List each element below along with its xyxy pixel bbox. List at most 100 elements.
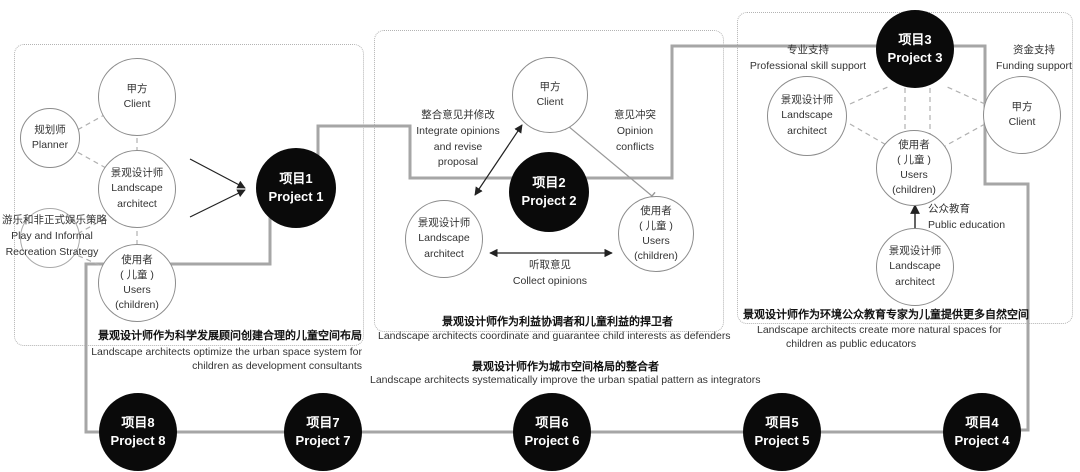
users-en1: Users (642, 235, 670, 247)
education-zh: 公众教育 (928, 203, 970, 215)
play-en2: Recreation Strategy (5, 245, 99, 258)
play-strategy-label: 游乐和非正式娱乐策略 Play and Informal Recreation … (2, 213, 107, 260)
client-zh: 甲方 (1011, 100, 1033, 113)
integrate-en1: Integrate opinions (416, 124, 500, 137)
play-en1: Play and Informal (11, 229, 93, 242)
planner-circle: 规划师 Planner (20, 108, 80, 168)
zone1-caption-en1: Landscape architects optimize the urban … (91, 346, 362, 358)
users-en1: Users (900, 169, 928, 181)
users-zh2: ( 儿童 ) (639, 219, 673, 232)
landscape-en2: architect (117, 197, 157, 210)
education-label: 公众教育 Public education (928, 202, 1005, 234)
landscape-en2: architect (787, 124, 827, 137)
project-3-en: Project 3 (887, 50, 943, 65)
skill-label: 专业支持 Professional skill support (748, 43, 868, 75)
project-8-en: Project 8 (110, 433, 166, 448)
play-strategy-circle (20, 208, 80, 268)
client-en: Client (1008, 116, 1036, 128)
integrate-en3: proposal (437, 156, 479, 169)
integrate-en2: and revise (433, 140, 483, 153)
landscape-en1: Landscape (889, 260, 941, 273)
conflict-en2: conflicts (616, 140, 654, 153)
integrate-label: 整合意见并修改 Integrate opinions and revise pr… (408, 108, 508, 171)
education-en: Public education (928, 218, 1006, 231)
project-6-en: Project 6 (524, 433, 580, 448)
users-zh: 使用者 (121, 253, 153, 266)
project-5-node: 项目5 Project 5 (743, 393, 821, 471)
landscape-zh: 景观设计师 (888, 245, 942, 258)
users-en2: (children) (634, 250, 678, 263)
zone1-caption-zh: 景观设计师作为科学发展顾问创建合理的儿童空间布局 (98, 330, 362, 342)
planner-zh: 规划师 (34, 123, 66, 136)
project-6-zh: 项目6 (535, 415, 569, 431)
project-1-en: Project 1 (268, 189, 324, 204)
zone2-caption-zh: 景观设计师作为利益协调者和儿童利益的捍卫者 (442, 316, 673, 328)
landscape-en2: architect (424, 247, 464, 260)
landscape-bottom-circle-zone3: 景观设计师 Landscape architect (876, 228, 954, 306)
collect-zh: 听取意见 (529, 259, 571, 271)
project-4-node: 项目4 Project 4 (943, 393, 1021, 471)
users-circle-zone2: 使用者 ( 儿童 ) Users (children) (618, 196, 694, 272)
users-zh2: ( 儿童 ) (897, 153, 931, 166)
conflict-zh: 意见冲突 (614, 109, 656, 121)
users-en1: Users (123, 284, 151, 296)
users-zh2: ( 儿童 ) (120, 268, 154, 281)
project-4-zh: 项目4 (965, 415, 999, 431)
landscape-en2: architect (895, 275, 935, 288)
project-3-node: 项目3 Project 3 (876, 10, 954, 88)
users-en2: (children) (115, 299, 159, 312)
conflict-label: 意见冲突 Opinion conflicts (600, 108, 670, 155)
project-2-zh: 项目2 (532, 175, 566, 191)
funding-zh: 资金支持 (1013, 44, 1055, 56)
project-1-node: 项目1 Project 1 (256, 148, 336, 228)
users-zh: 使用者 (640, 204, 672, 217)
integrate-zh: 整合意见并修改 (421, 109, 495, 121)
bottom-caption-zh: 景观设计师作为城市空间格局的整合者 (472, 361, 659, 373)
landscape-zh: 景观设计师 (110, 167, 164, 180)
client-circle-zone1: 甲方 Client (98, 58, 176, 136)
project-8-zh: 项目8 (121, 415, 155, 431)
landscape-zh: 景观设计师 (780, 94, 834, 107)
users-circle-zone3: 使用者 ( 儿童 ) Users (children) (876, 130, 952, 206)
bottom-caption-en: Landscape architects systematically impr… (370, 374, 761, 386)
skill-en: Professional skill support (749, 59, 867, 72)
zone2-caption-en: Landscape architects coordinate and guar… (378, 330, 731, 342)
zone3-caption-en2: children as public educators (786, 338, 917, 350)
zone1-caption-en2: children as development consultants (192, 360, 362, 372)
zone-consultant (14, 44, 364, 346)
client-en: Client (123, 98, 151, 110)
funding-en: Funding support (996, 59, 1072, 72)
project-5-en: Project 5 (754, 433, 810, 448)
project-2-en: Project 2 (521, 193, 577, 208)
project-3-zh: 项目3 (898, 32, 932, 48)
users-circle-zone1: 使用者 ( 儿童 ) Users (children) (98, 244, 176, 322)
landscape-circle-zone2: 景观设计师 Landscape architect (405, 200, 483, 278)
project-7-en: Project 7 (295, 433, 351, 448)
collect-en: Collect opinions (512, 274, 588, 287)
project-1-zh: 项目1 (279, 171, 313, 187)
landscape-zh: 景观设计师 (417, 217, 471, 230)
zone-coordinator (374, 30, 724, 332)
project-6-node: 项目6 Project 6 (513, 393, 591, 471)
skill-zh: 专业支持 (787, 44, 829, 56)
zone3-caption-en1: Landscape architects create more natural… (757, 324, 1002, 336)
project-4-en: Project 4 (954, 433, 1010, 448)
project-7-node: 项目7 Project 7 (284, 393, 362, 471)
landscape-en1: Landscape (781, 109, 833, 122)
landscape-circle-zone1: 景观设计师 Landscape architect (98, 150, 176, 228)
conflict-en1: Opinion (616, 124, 654, 137)
client-circle-zone2: 甲方 Client (512, 57, 588, 133)
project-8-node: 项目8 Project 8 (99, 393, 177, 471)
client-zh: 甲方 (539, 80, 561, 93)
zone3-caption-zh: 景观设计师作为环境公众教育专家为儿童提供更多自然空间 (743, 309, 1029, 321)
funding-label: 资金支持 Funding support (990, 43, 1078, 75)
landscape-en1: Landscape (111, 182, 163, 195)
users-zh: 使用者 (898, 138, 930, 151)
project-5-zh: 项目5 (765, 415, 799, 431)
landscape-top-circle-zone3: 景观设计师 Landscape architect (767, 76, 847, 156)
collect-label: 听取意见 Collect opinions (500, 258, 600, 290)
landscape-en1: Landscape (418, 232, 470, 245)
planner-en: Planner (31, 139, 69, 151)
project-path (84, 44, 1030, 434)
client-en: Client (536, 96, 564, 108)
